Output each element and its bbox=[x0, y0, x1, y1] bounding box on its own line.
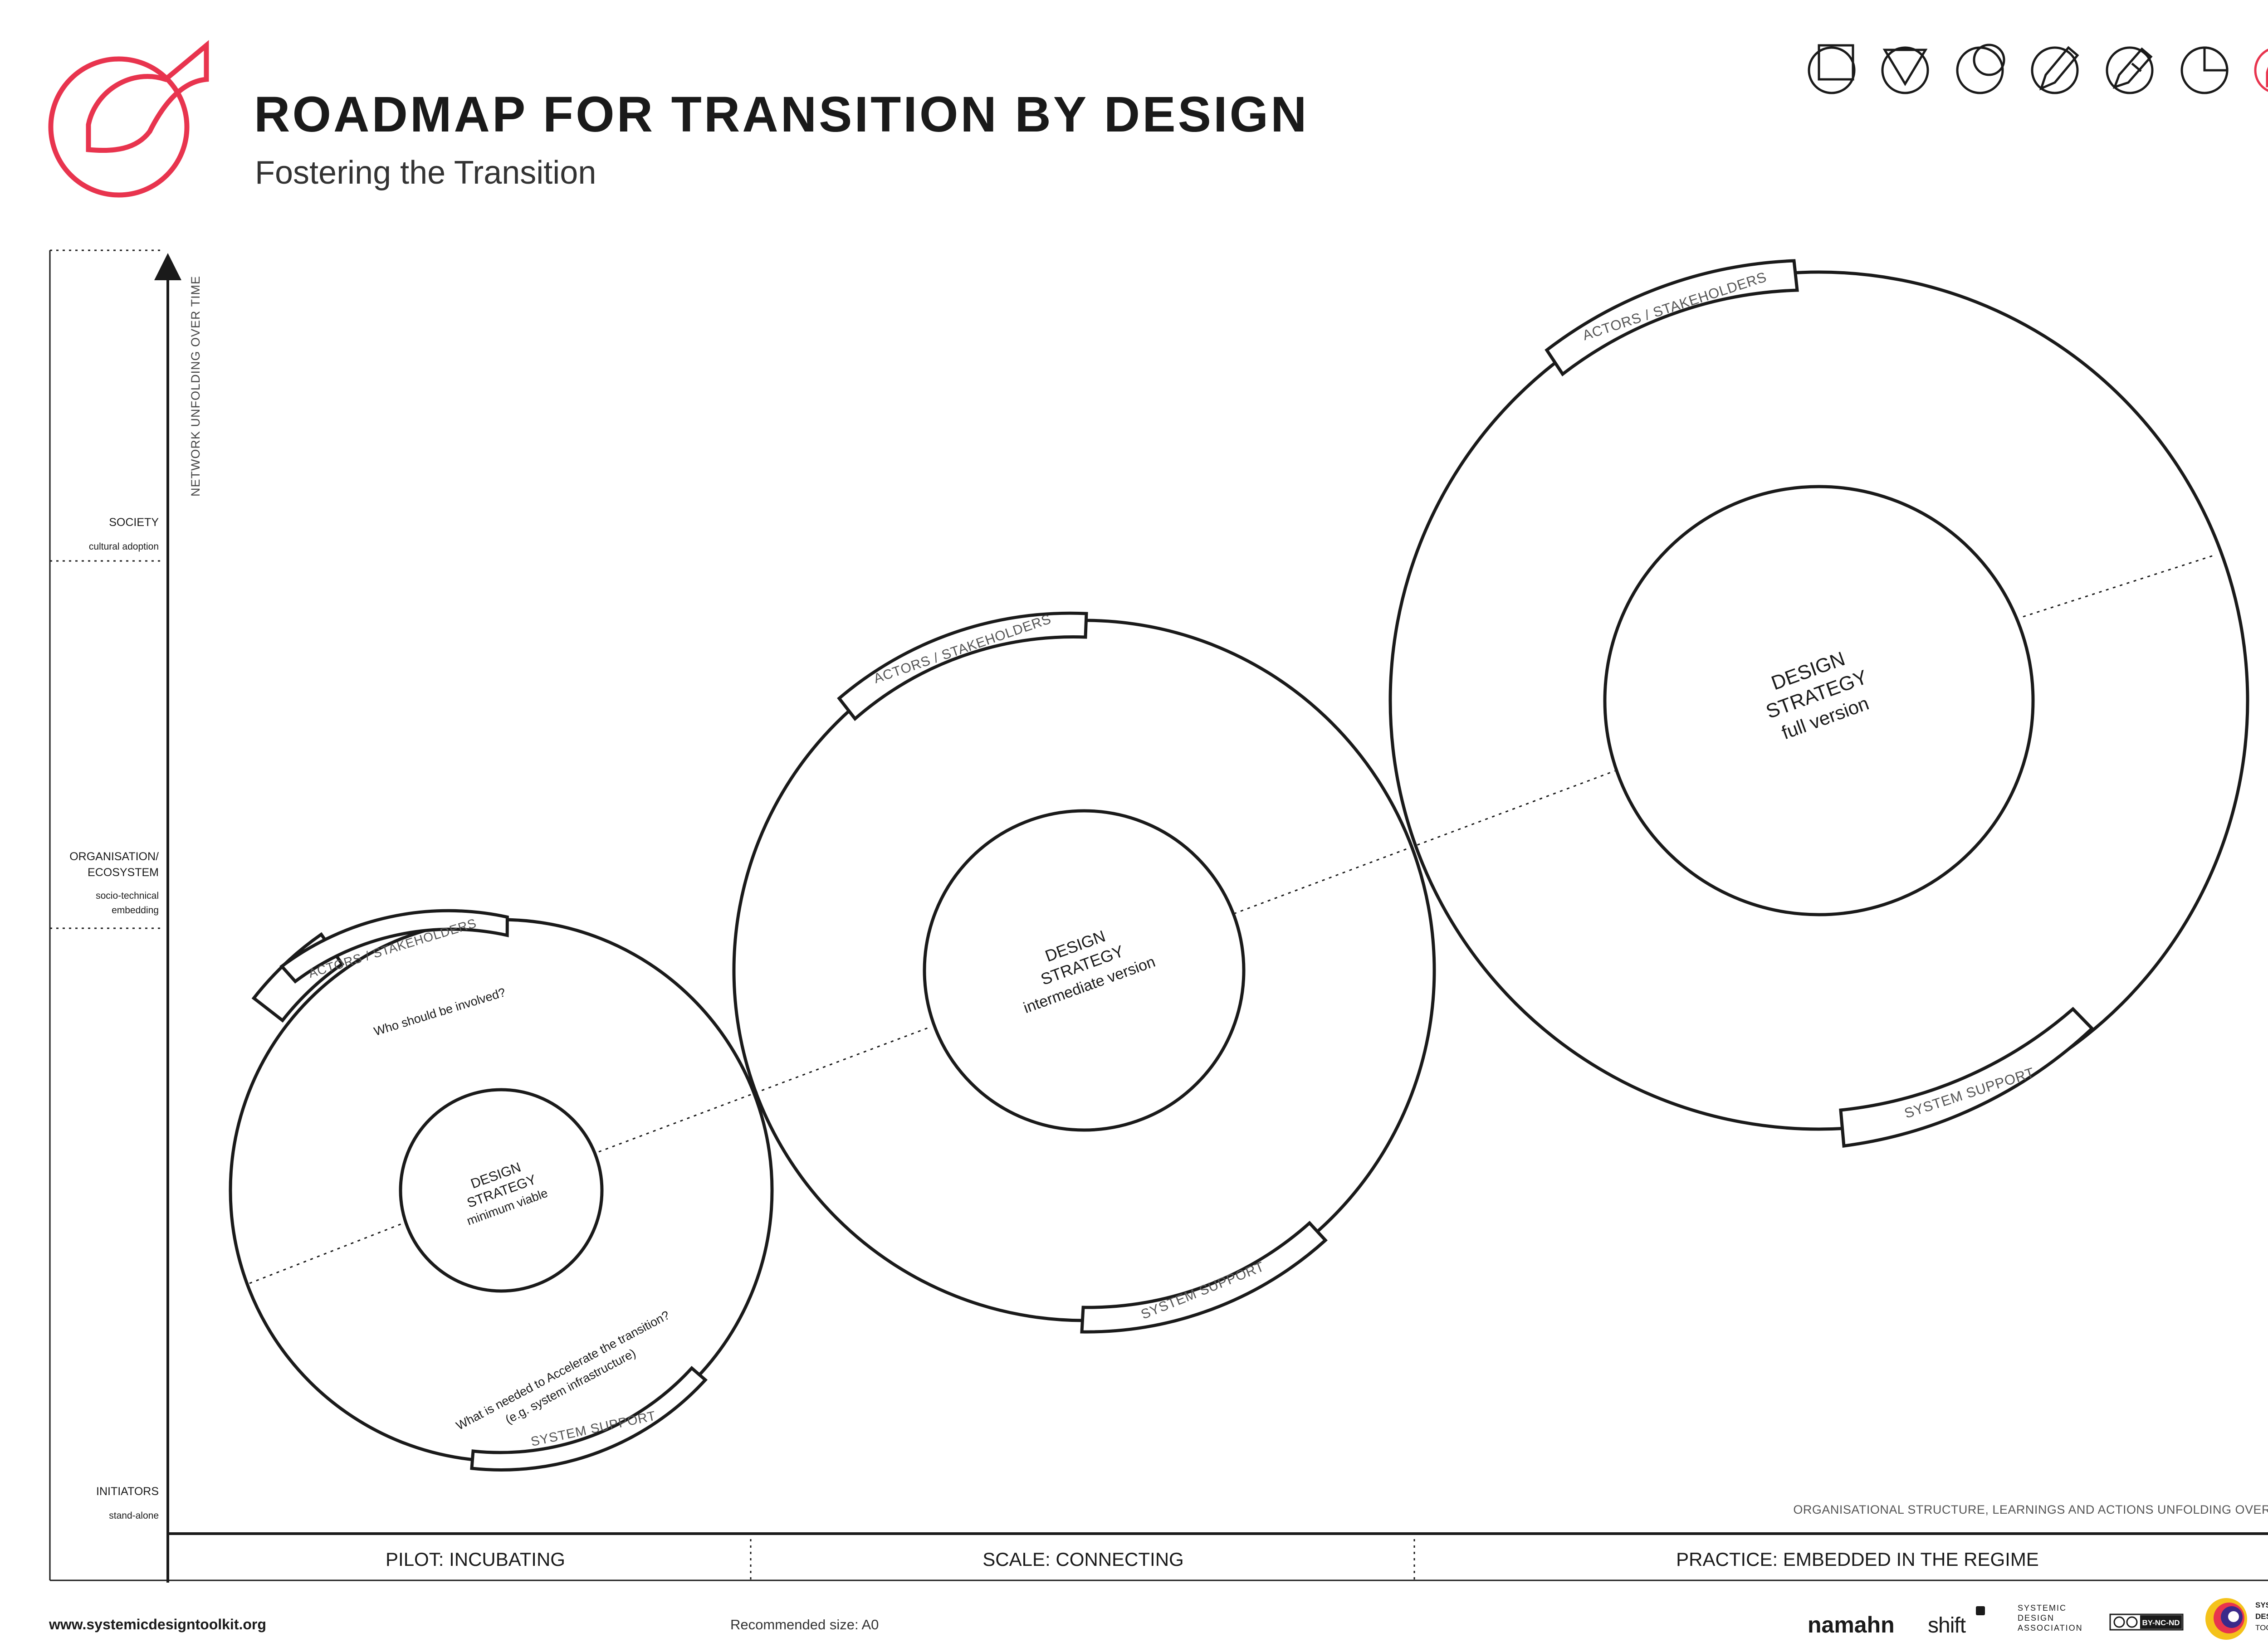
pie-quarter-icon bbox=[2180, 46, 2229, 94]
phase-scale: SCALE: CONNECTING bbox=[982, 1549, 1183, 1570]
actors-stakeholders-tab[interactable] bbox=[1545, 259, 1799, 377]
system-support-tab[interactable] bbox=[1080, 1221, 1328, 1334]
license-text: BY-NC-ND bbox=[2142, 1618, 2180, 1627]
sda-line2: DESIGN bbox=[2018, 1613, 2054, 1623]
toolkit-line2: DESIGN bbox=[2255, 1612, 2268, 1621]
toolkit-logo: SYSTEMIC DESIGN TOOLKIT bbox=[2205, 1598, 2268, 1640]
overlap-circles-icon bbox=[1956, 44, 2005, 94]
recommended-size: Recommended size: A0 bbox=[730, 1617, 879, 1633]
transition-logo-icon bbox=[2254, 49, 2268, 92]
toolkit-line1: SYSTEMIC bbox=[2255, 1601, 2268, 1609]
logo-leaf bbox=[86, 40, 209, 153]
question-who: Who should be involved? bbox=[372, 985, 507, 1038]
filter-triangle-icon bbox=[1881, 46, 1929, 94]
design-strategy-core bbox=[923, 809, 1246, 1132]
level-society: SOCIETY bbox=[109, 516, 159, 529]
toolkit-ring-center bbox=[2228, 1611, 2239, 1622]
level-initiators: INITIATORS bbox=[96, 1485, 159, 1498]
y-axis-title: NETWORK UNFOLDING OVER TIME bbox=[189, 276, 202, 497]
pen-circle-icon bbox=[2031, 46, 2079, 94]
actors-stakeholders-tab[interactable] bbox=[279, 892, 509, 1003]
stage-practice: DESIGN STRATEGY full version ACTORS / ST… bbox=[1388, 259, 2249, 1148]
person-icon bbox=[2126, 1616, 2138, 1628]
toolkit-line3: TOOLKIT bbox=[2255, 1623, 2268, 1632]
actors-label: ACTORS / STAKEHOLDERS bbox=[872, 611, 1053, 686]
license-badge: BY-NC-ND bbox=[2109, 1613, 2184, 1631]
level-organisation-line1: ORGANISATION/ bbox=[69, 850, 159, 863]
footer: www.systemicdesigntoolkit.org Recommende… bbox=[49, 1598, 2268, 1640]
shift-badge bbox=[1976, 1606, 1985, 1615]
design-strategy-core bbox=[399, 1088, 604, 1293]
level-organisation-sub1: socio-technical bbox=[96, 891, 159, 901]
level-organisation-line2: ECOSYSTEM bbox=[88, 866, 159, 879]
level-labels: SOCIETY cultural adoption ORGANISATION/ … bbox=[69, 516, 159, 1521]
phase-pilot: PILOT: INCUBATING bbox=[386, 1549, 565, 1570]
actors-stakeholders-tab[interactable] bbox=[837, 611, 1088, 721]
namahn-logo: namahn bbox=[1808, 1612, 1895, 1637]
cc-icon bbox=[2113, 1616, 2125, 1628]
page-title: ROADMAP FOR TRANSITION BY DESIGN bbox=[254, 87, 1309, 142]
frame-square-icon bbox=[1808, 44, 1856, 94]
phase-practice: PRACTICE: EMBEDDED IN THE REGIME bbox=[1676, 1549, 2039, 1570]
system-support-tab[interactable] bbox=[1839, 1007, 2094, 1148]
level-initiators-sub: stand-alone bbox=[109, 1511, 159, 1521]
page-subtitle: Fostering the Transition bbox=[255, 155, 596, 191]
x-axis-title: ORGANISATIONAL STRUCTURE, LEARNINGS AND … bbox=[1793, 1503, 2268, 1516]
stage-pilot: DESIGN STRATEGY minimum viable ACTORS / … bbox=[229, 892, 774, 1472]
level-organisation-sub2: embedding bbox=[112, 905, 159, 916]
edit-circle-icon bbox=[2106, 46, 2154, 94]
trajectory-line bbox=[249, 555, 2214, 1284]
sda-logo: SYSTEMIC DESIGN ASSOCIATION bbox=[2018, 1603, 2083, 1633]
level-society-sub: cultural adoption bbox=[89, 541, 159, 552]
header: ROADMAP FOR TRANSITION BY DESIGN Fosteri… bbox=[48, 40, 1309, 198]
shift-logo: shift bbox=[1928, 1613, 1966, 1637]
sda-line3: ASSOCIATION bbox=[2018, 1623, 2083, 1633]
phase-labels: PILOT: INCUBATING SCALE: CONNECTING PRAC… bbox=[386, 1549, 2039, 1570]
design-strategy-core bbox=[1603, 485, 2035, 916]
stage-outer-ring bbox=[1388, 270, 2249, 1131]
transition-logo bbox=[48, 40, 209, 198]
website-link[interactable]: www.systemicdesigntoolkit.org bbox=[49, 1616, 266, 1633]
system-support-tab[interactable] bbox=[470, 1366, 708, 1472]
toolbar-icons bbox=[1808, 44, 2268, 94]
chart-frame bbox=[49, 249, 2268, 1583]
stage-scale: DESIGN STRATEGY intermediate version ACT… bbox=[732, 611, 1436, 1334]
actors-label: ACTORS / STAKEHOLDERS bbox=[1580, 269, 1769, 344]
sda-line1: SYSTEMIC bbox=[2018, 1603, 2067, 1613]
logo-circle bbox=[48, 56, 190, 198]
